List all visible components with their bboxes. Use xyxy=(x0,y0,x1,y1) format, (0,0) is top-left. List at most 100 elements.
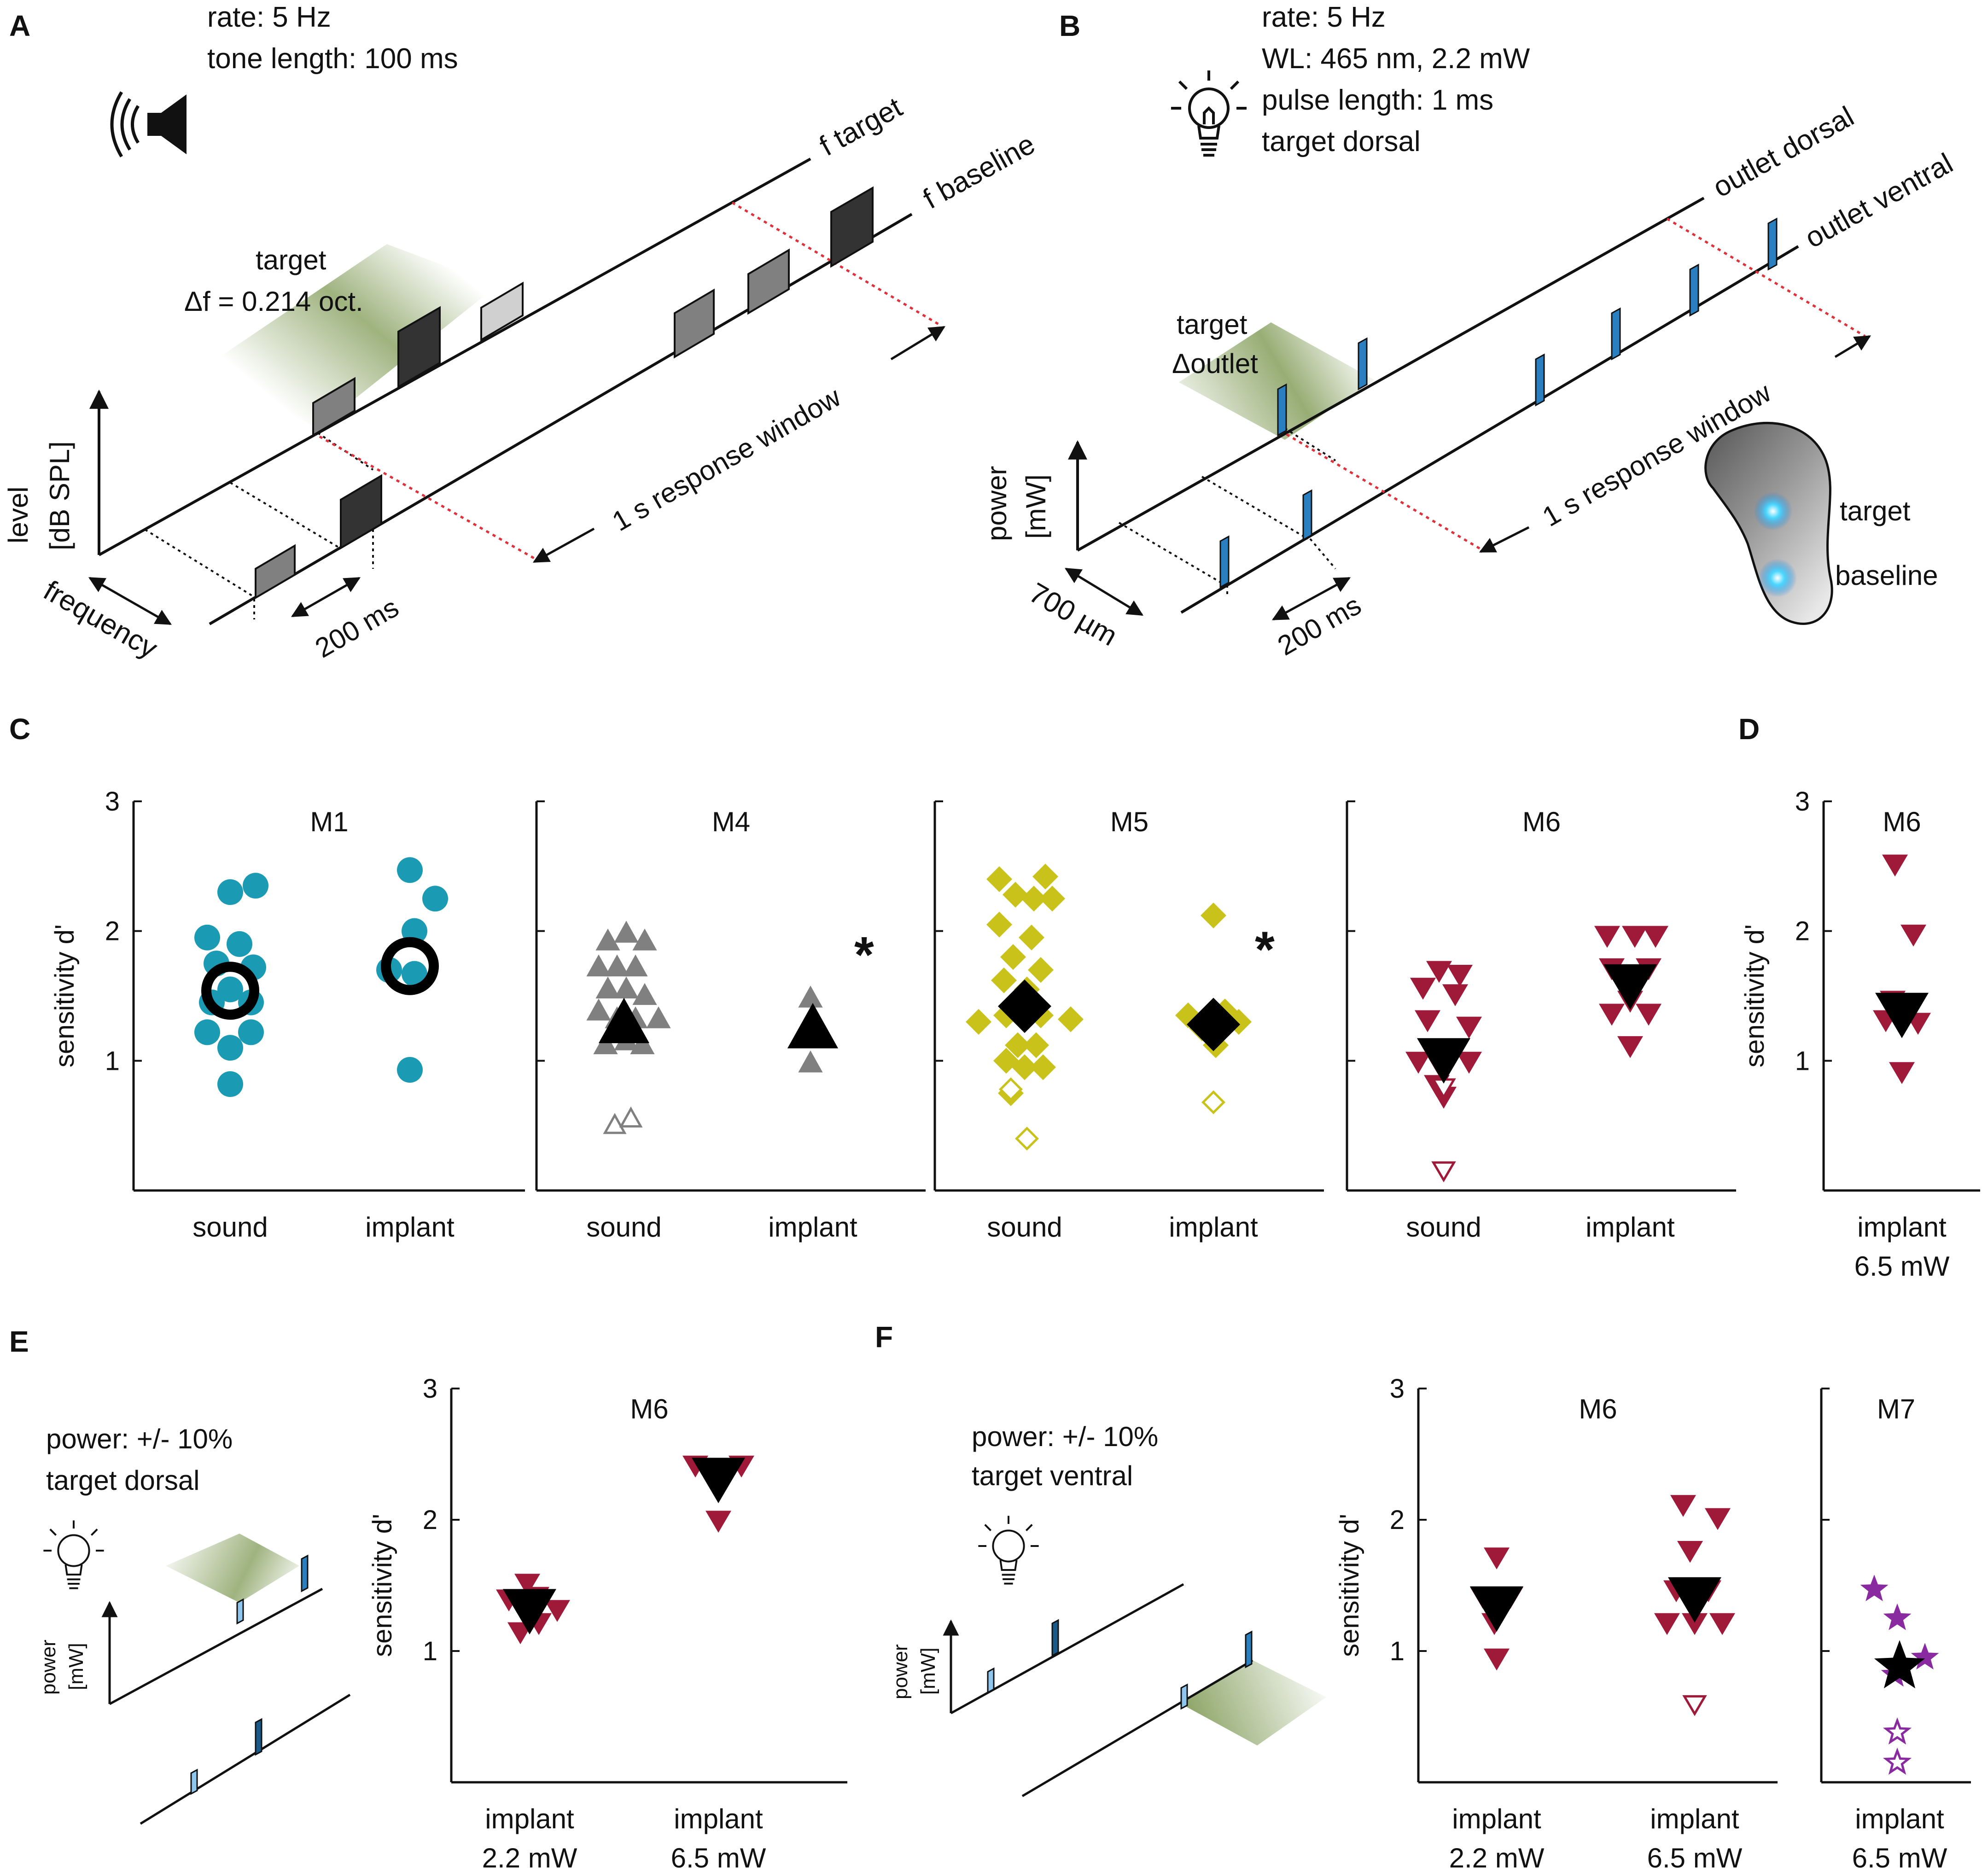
panel-label-a: A xyxy=(9,9,30,42)
info-power: power: +/- 10% xyxy=(46,1424,233,1454)
target-text: target xyxy=(1177,309,1248,340)
category-label: implant xyxy=(1855,1803,1944,1834)
data-point xyxy=(1030,1054,1056,1080)
y-tick-label: 3 xyxy=(1795,787,1810,817)
chart-title: M6 xyxy=(1522,806,1561,837)
mean-marker xyxy=(1874,1640,1925,1689)
data-point xyxy=(1643,926,1668,948)
panel-b: B rate: 5 Hz WL: 465 nm, 2.2 mW pulse le… xyxy=(981,1,1958,661)
y-axis-label-line2: [mW] xyxy=(917,1647,939,1695)
data-point-hollow xyxy=(1015,1126,1039,1151)
data-point-hollow xyxy=(1883,1747,1912,1775)
mean-marker xyxy=(1417,1038,1470,1084)
y-tick-label: 3 xyxy=(423,1374,437,1404)
panel-label-d: D xyxy=(1738,712,1760,746)
category-label: implant xyxy=(1650,1803,1739,1834)
chart-title: M4 xyxy=(712,806,750,837)
data-point xyxy=(1709,1613,1735,1635)
category-label: implant xyxy=(365,1212,455,1243)
data-point xyxy=(1012,1054,1038,1080)
data-point xyxy=(1599,1004,1625,1026)
data-point xyxy=(986,866,1012,892)
category-label: implant xyxy=(768,1212,857,1243)
data-point xyxy=(1860,1575,1889,1601)
speaker-icon xyxy=(110,91,187,158)
data-point xyxy=(1670,1495,1696,1517)
data-point xyxy=(1201,902,1226,928)
data-point xyxy=(217,976,243,1003)
data-point xyxy=(1021,886,1047,912)
data-point xyxy=(1484,1648,1510,1671)
delta-f-text: Δf = 0.214 oct. xyxy=(184,286,363,317)
y-tick-label: 3 xyxy=(105,787,120,817)
category-label: sound xyxy=(1406,1212,1481,1243)
mean-marker xyxy=(381,937,439,995)
light-pulses xyxy=(1219,217,1778,589)
info-rate: rate: 5 Hz xyxy=(207,1,331,33)
data-point xyxy=(705,1511,731,1533)
data-point xyxy=(614,921,639,943)
data-point xyxy=(646,1006,671,1028)
data-point xyxy=(1032,864,1058,890)
data-point xyxy=(1617,1036,1643,1058)
data-point-hollow xyxy=(619,1106,643,1128)
category-label: 6.5 mW xyxy=(1852,1843,1947,1873)
frequency-arrow xyxy=(88,577,172,625)
mean-marker xyxy=(692,1458,745,1503)
y-axis-label-line2: [dB SPL] xyxy=(44,441,75,550)
data-point-hollow xyxy=(1201,1090,1225,1114)
mean-marker xyxy=(1603,964,1657,1010)
category-label: implant xyxy=(1586,1212,1675,1243)
data-point xyxy=(1023,1032,1049,1058)
tone-pulses xyxy=(255,186,874,600)
data-point xyxy=(1442,984,1468,1006)
data-point xyxy=(544,1600,570,1622)
lightbulb-icon xyxy=(978,1516,1039,1585)
category-label: implant xyxy=(1857,1212,1947,1243)
info-target: target dorsal xyxy=(46,1465,200,1496)
data-point xyxy=(632,983,657,1005)
interval-label: 200 ms xyxy=(310,592,404,664)
data-point xyxy=(798,986,823,1008)
data-point xyxy=(1000,944,1026,970)
data-point xyxy=(238,1019,264,1045)
category-label: implant xyxy=(485,1803,574,1834)
y-axis-label-line1: power xyxy=(37,1640,60,1695)
y-tick-label: 1 xyxy=(105,1046,120,1076)
data-point xyxy=(1636,1004,1662,1026)
data-point xyxy=(1019,924,1044,951)
data-point xyxy=(1058,1006,1084,1033)
significance-star: * xyxy=(1255,922,1275,978)
info-power: power: +/- 10% xyxy=(972,1421,1158,1452)
category-label: 2.2 mW xyxy=(1449,1843,1545,1873)
mean-marker xyxy=(1875,992,1929,1039)
cochlea-baseline-label: baseline xyxy=(1835,560,1938,591)
data-point xyxy=(1426,961,1452,983)
panel-label-f: F xyxy=(875,1320,893,1354)
label-outlet-dorsal: outlet dorsal xyxy=(1708,100,1859,204)
line-outlet-dorsal xyxy=(1077,197,1705,552)
window-start-marker xyxy=(312,432,537,561)
frequency-label: frequency xyxy=(38,574,163,665)
panel-label-b: B xyxy=(1059,9,1080,42)
data-point xyxy=(397,857,423,883)
y-axis-label: sensitivity d' xyxy=(1740,924,1770,1068)
data-point xyxy=(1883,1603,1912,1630)
y-tick-label: 2 xyxy=(1390,1505,1405,1535)
mean-marker xyxy=(998,980,1051,1033)
lightbulb-icon xyxy=(1171,70,1247,157)
y-axis-label-line1: power xyxy=(981,466,1012,541)
mean-marker xyxy=(1470,1586,1523,1632)
data-point xyxy=(1622,926,1648,948)
distance-label: 700 µm xyxy=(1024,577,1123,652)
data-point xyxy=(1889,1062,1915,1084)
category-label: sound xyxy=(192,1212,268,1243)
panel-f-schematic: F power: +/- 10% target ventral power [m… xyxy=(875,1320,1326,1797)
label-f-target: f target xyxy=(814,91,907,162)
chart-title: M6 xyxy=(1579,1394,1617,1424)
